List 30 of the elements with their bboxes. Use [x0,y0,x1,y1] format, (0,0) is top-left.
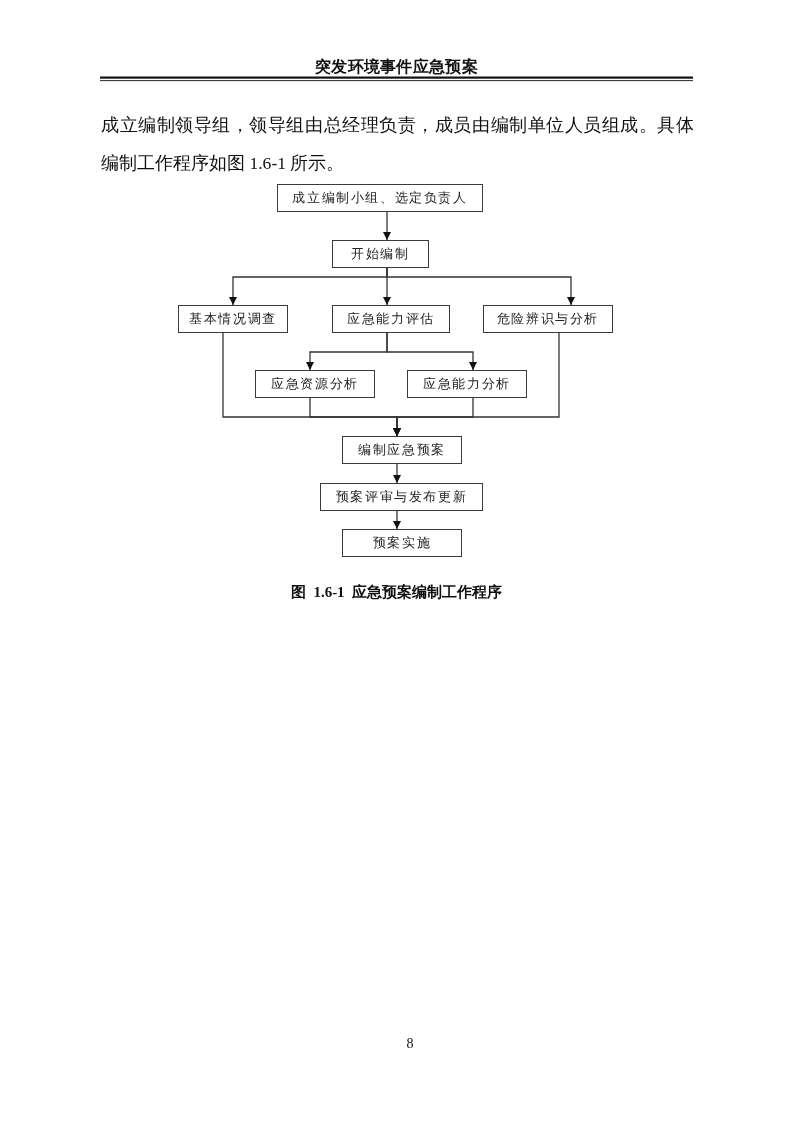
box-label: 开始编制 [351,245,410,263]
page-number: 8 [405,1036,415,1052]
process-box [277,184,483,212]
process-box [332,305,450,333]
process-box [332,240,429,268]
process-box [342,436,462,464]
process-box [342,529,462,557]
arrow [383,211,391,241]
process-box [407,370,527,398]
header-title: 突发环境事件应急预案 [314,57,479,77]
box-label: 预案评审与发布更新 [335,488,468,506]
box-label: 应急能力评估 [347,310,435,328]
arrow [386,267,575,306]
box-label: 应急资源分析 [271,375,359,393]
box-label: 编制应急预案 [358,441,446,459]
arrow [386,332,477,371]
arrow [393,463,401,484]
figure-caption: 图 1.6-1 应急预案编制工作程序 [289,583,504,602]
arrow [393,332,560,437]
box-label: 应急能力分析 [423,375,511,393]
box-label: 危险辨识与分析 [496,310,600,328]
arrow [393,510,401,530]
box-label: 预案实施 [372,534,432,552]
process-box [483,305,613,333]
body-paragraph: 成立编制领导组，领导组由总经理负责，成员由编制单位人员组成。具体编制工作程序如图 1.6-1 所示。 [101,114,694,175]
process-box [178,305,288,333]
process-box [320,483,483,511]
process-box [255,370,375,398]
box-label: 成立编制小组、选定负责人 [292,189,468,207]
box-label: 基本情况调查 [189,310,277,328]
